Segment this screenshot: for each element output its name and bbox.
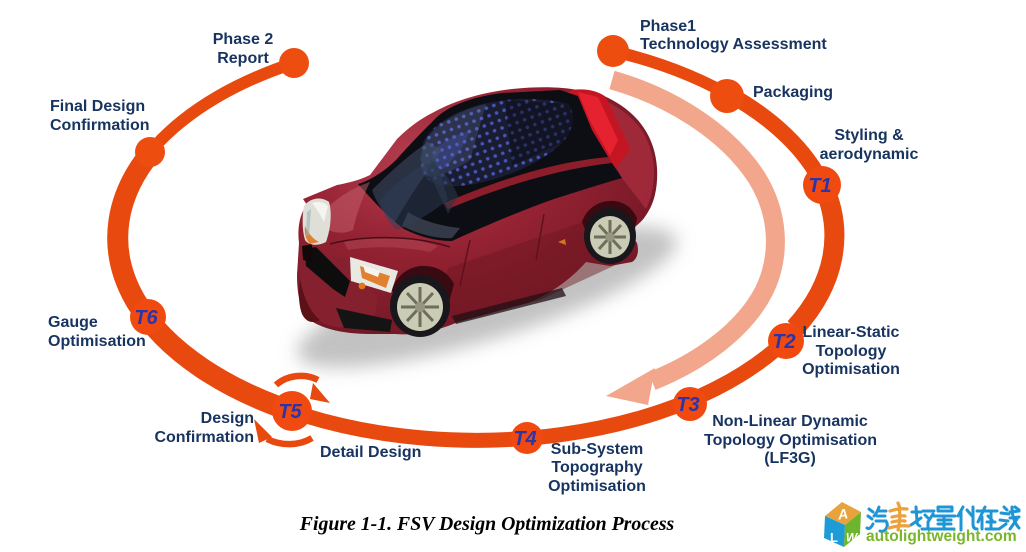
svg-text:W: W — [846, 531, 859, 545]
svg-text:T5: T5 — [278, 401, 302, 423]
svg-text:T3: T3 — [676, 394, 699, 416]
svg-text:T2: T2 — [772, 331, 795, 353]
svg-text:T4: T4 — [513, 428, 536, 450]
svg-text:T1: T1 — [808, 175, 831, 197]
svg-text:L: L — [830, 530, 838, 545]
svg-text:A: A — [836, 505, 849, 522]
svg-text:T6: T6 — [134, 307, 158, 329]
